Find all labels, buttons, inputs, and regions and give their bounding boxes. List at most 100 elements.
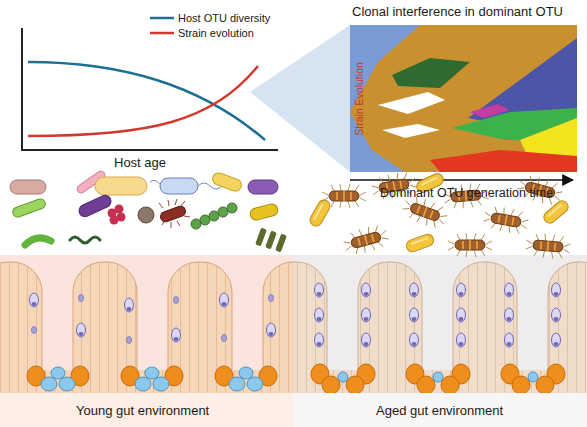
goblet-cell [77, 323, 86, 337]
legend-text: Strain evolution [178, 27, 254, 39]
axis-label: Host age [114, 156, 166, 171]
fimbriated-bacterium [525, 232, 571, 260]
crypt-base [27, 366, 89, 391]
bacterium [11, 197, 46, 218]
yellow-bacterium [541, 198, 570, 225]
yellow-bacterium [405, 233, 435, 254]
coccus [218, 207, 228, 217]
crypt-base [406, 364, 470, 394]
goblet-cell [125, 298, 134, 312]
legend-line [150, 29, 174, 37]
legend-item: Host OTU diversity [150, 10, 270, 25]
goblet-cell [172, 328, 181, 342]
goblet-cell [30, 293, 39, 307]
yellow-bacterium [308, 198, 332, 228]
goblet-cell [220, 293, 229, 307]
legend-text: Host OTU diversity [178, 12, 270, 24]
label-strip [0, 393, 293, 427]
goblet-cell [505, 283, 514, 297]
crypt-base [311, 364, 375, 394]
panel-label: Aged gut environment [376, 404, 503, 419]
goblet-cell [362, 283, 371, 297]
aged-microbiota [308, 170, 571, 260]
time-axis [350, 179, 573, 181]
goblet-cell [315, 333, 324, 347]
fimbriated-bacterium [342, 223, 391, 258]
fimbriae [159, 199, 190, 228]
coccus [138, 207, 154, 223]
crypt-base [121, 366, 183, 391]
axis-label: Strain Evolution [353, 62, 365, 136]
goblet-cell [362, 308, 371, 322]
clone-area [430, 150, 577, 172]
fimbriated-bacterium [482, 204, 529, 235]
axis-label: Dominant OTU generation time [380, 186, 553, 200]
coccus [110, 216, 119, 225]
fimbriated-bacterium [322, 184, 366, 208]
cell-nucleus [32, 327, 37, 334]
coccus [227, 203, 237, 213]
spirochete [70, 237, 100, 243]
bacterium [248, 180, 278, 194]
cell-nucleus [269, 295, 274, 302]
aged-gut [293, 255, 587, 427]
flagellum [150, 180, 222, 189]
fimbriated-bacterium [448, 233, 492, 257]
cell-nucleus [79, 295, 84, 302]
cell-nucleus [222, 335, 227, 342]
bacterium [211, 171, 243, 193]
coccus [115, 205, 124, 214]
young-lumen [0, 255, 293, 427]
bacterium [10, 180, 46, 194]
bacterium [265, 231, 277, 250]
goblet-cell [505, 308, 514, 322]
goblet-cell [457, 308, 466, 322]
bacterium [25, 238, 51, 245]
crypt-base [215, 366, 277, 391]
label-strip [293, 393, 587, 427]
goblet-cell [552, 283, 561, 297]
clone-area [382, 124, 440, 138]
goblet-cell [315, 308, 324, 322]
goblet-cell [505, 333, 514, 347]
muller-panel: Clonal interference in dominant OTU [350, 25, 577, 172]
dominant-clone [350, 25, 577, 172]
goblet-cell [267, 323, 276, 337]
goblet-cell [552, 308, 561, 322]
cell-nucleus [127, 337, 132, 344]
chart-axes [22, 28, 278, 150]
goblet-cell [410, 283, 419, 297]
bacterium [275, 234, 287, 253]
goblet-cell [315, 283, 324, 297]
goblet-cell [552, 333, 561, 347]
legend-line [150, 14, 174, 22]
young-gut [0, 255, 293, 427]
legend-item: Strain evolution [150, 25, 270, 40]
goblet-cell [457, 283, 466, 297]
panel-title: Clonal interference in dominant OTU [352, 5, 563, 20]
young-microbiota [10, 170, 287, 253]
coccus [191, 219, 201, 229]
aged-lumen [293, 255, 587, 427]
panel-label: Young gut environment [76, 404, 209, 419]
bacterium [255, 228, 267, 247]
bacterium [77, 193, 113, 218]
goblet-cell [362, 333, 371, 347]
coccus [200, 215, 210, 225]
evolution-curve [28, 66, 258, 136]
clone-area [378, 92, 445, 114]
bacterium [160, 178, 198, 194]
coccus [209, 211, 219, 221]
goblet-cell [410, 308, 419, 322]
diversity-curve [28, 62, 265, 140]
goblet-cell [457, 333, 466, 347]
legend-line-sample [150, 31, 174, 34]
crypt-base [501, 364, 565, 394]
bacterium [95, 177, 147, 195]
bacterium [249, 203, 279, 222]
muller-background [350, 25, 577, 172]
legend: Host OTU diversityStrain evolution [150, 10, 270, 40]
